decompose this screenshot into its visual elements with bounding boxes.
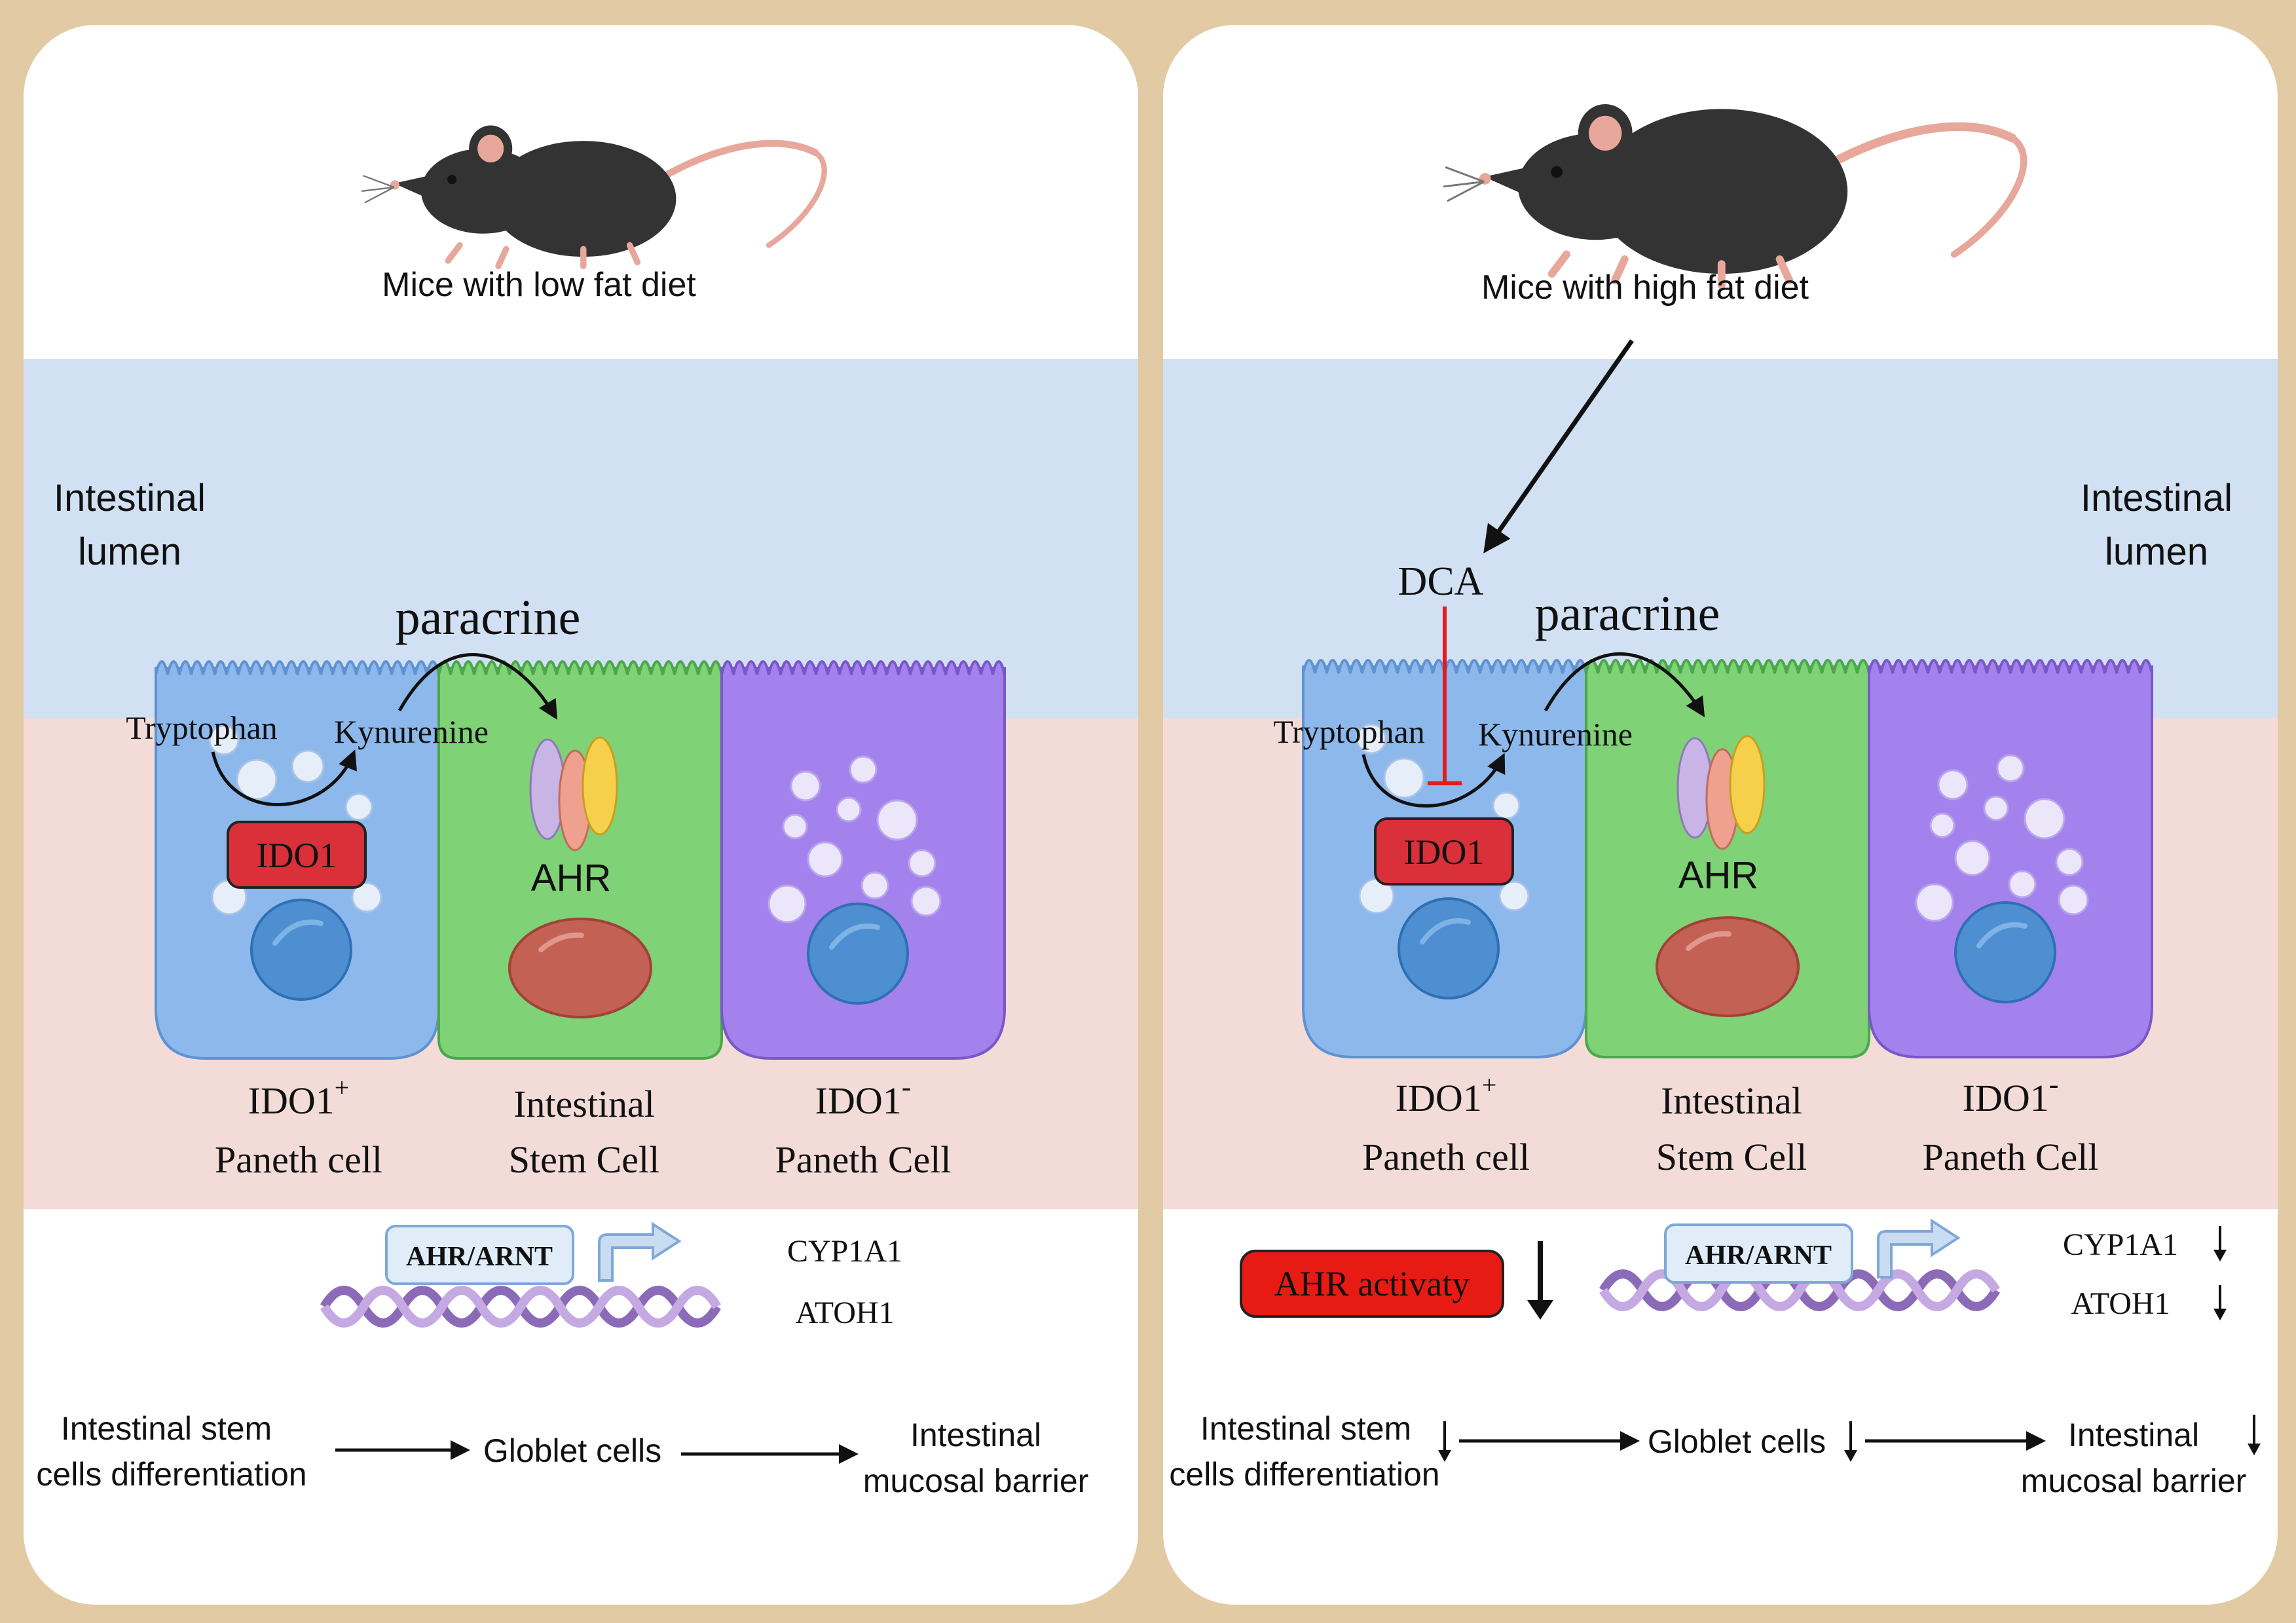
paracrine-arrow — [398, 653, 558, 720]
tryptophan-to-kynurenine-arrow — [1361, 753, 1506, 808]
atoh1-down-arrow-icon — [2213, 1285, 2227, 1320]
ido1-negative-cell-name: IDO1- — [1963, 1068, 2059, 1119]
flow-step1-line2: cells differentiation — [36, 1456, 306, 1493]
dca-inhibition-bar — [1428, 606, 1462, 785]
tryptophan-label: Tryptophan — [1273, 713, 1425, 750]
dca-label: DCA — [1398, 559, 1484, 604]
flow-step3-line2: mucosal barrier — [863, 1463, 1089, 1499]
ahr-arnt-complex-box — [1664, 1223, 1853, 1284]
paracrine-label: paracrine — [1535, 586, 1720, 641]
intestinal-lumen-band — [24, 359, 1138, 718]
ido1-positive-cell-name: IDO1+ — [248, 1073, 350, 1122]
flow-step3-line1: Intestinal — [2068, 1417, 2199, 1453]
lumen-label-line2: lumen — [2105, 531, 2208, 573]
transcription-arrow-icon — [598, 1222, 682, 1282]
kynurenine-label: Kynurenine — [334, 713, 489, 750]
intestinal-stem-cell: AHR — [1585, 659, 1870, 1058]
ido1-positive-cell-type: Paneth cell — [1362, 1136, 1530, 1178]
lumen-label-line2: lumen — [78, 531, 181, 573]
mouse-icon — [361, 125, 827, 269]
gene-label-atoh1: ATOH1 — [795, 1296, 894, 1330]
flow-step2: Globlet cells — [1648, 1423, 1826, 1460]
mouse-label: Mice with high fat diet — [1481, 269, 1809, 307]
lumen-label-line1: Intestinal — [54, 477, 206, 519]
flow-step1-line1: Intestinal stem — [61, 1410, 272, 1447]
ahr-label: AHR — [1678, 854, 1758, 897]
ido1-negative-paneth-cell — [720, 660, 1006, 1060]
kynurenine-label: Kynurenine — [1478, 716, 1633, 753]
mouse-icon — [1443, 104, 2028, 289]
down-arrow-icon — [1527, 1241, 1553, 1320]
ahr-arnt-complex-box — [385, 1225, 574, 1285]
flow-step2: Globlet cells — [483, 1432, 661, 1469]
ido1-negative-cell-type: Paneth Cell — [775, 1138, 951, 1181]
ahr-arnt-label: AHR/ARNT — [1685, 1241, 1832, 1271]
gene-label-cyp1a1: CYP1A1 — [787, 1234, 902, 1269]
intestinal-stem-cell: AHR — [437, 660, 723, 1060]
paracrine-arrow — [1544, 652, 1705, 718]
panel-high-fat: Mice with high fat diet DCA Intestinal l… — [1163, 25, 2278, 1605]
flow-step1-line2: cells differentiation — [1169, 1456, 1439, 1493]
ahr-receptor-icon — [1676, 735, 1766, 850]
ahr-activity-label: AHR activaty — [1274, 1264, 1470, 1303]
ido1-enzyme-label: IDO1 — [1404, 832, 1485, 872]
panel-low-fat: Mice with low fat diet Intestinal lumen … — [24, 25, 1138, 1605]
stem-cell-label-line2: Stem Cell — [509, 1138, 659, 1181]
dna-helix-icon — [320, 1286, 722, 1328]
cyp1a1-down-arrow-icon — [2213, 1226, 2227, 1261]
stem-cell-label-line1: Intestinal — [1661, 1079, 1802, 1122]
lumen-label-line1: Intestinal — [2081, 477, 2232, 519]
mouse-label: Mice with low fat diet — [382, 266, 696, 304]
ahr-activity-box — [1240, 1250, 1504, 1318]
flow-step3-line2: mucosal barrier — [2021, 1463, 2247, 1499]
ahr-receptor-icon — [529, 736, 618, 851]
differentiation-down-arrow-icon — [1438, 1421, 1451, 1462]
ido1-negative-cell-name: IDO1- — [815, 1071, 912, 1122]
gene-label-atoh1: ATOH1 — [2071, 1286, 2170, 1321]
ido1-positive-cell-type: Paneth cell — [215, 1138, 382, 1181]
gene-label-cyp1a1: CYP1A1 — [2063, 1227, 2178, 1262]
goblet-down-arrow-icon — [1844, 1421, 1857, 1462]
paracrine-label: paracrine — [396, 590, 581, 645]
ido1-positive-cell-name: IDO1+ — [1396, 1070, 1497, 1119]
ahr-label: AHR — [531, 857, 611, 899]
ido1-enzyme-label: IDO1 — [257, 836, 337, 875]
barrier-down-arrow-icon — [2248, 1415, 2261, 1455]
tryptophan-label: Tryptophan — [126, 709, 278, 746]
flow-step1-line1: Intestinal stem — [1200, 1410, 1411, 1447]
ido1-enzyme-box — [1374, 817, 1514, 886]
stem-cell-label-line1: Intestinal — [513, 1083, 655, 1125]
ido1-negative-cell-type: Paneth Cell — [1922, 1136, 2098, 1178]
flow-step3-line1: Intestinal — [910, 1417, 1041, 1453]
stem-cell-label-line2: Stem Cell — [1656, 1136, 1807, 1178]
transcription-arrow-icon — [1877, 1218, 1961, 1278]
ahr-arnt-label: AHR/ARNT — [406, 1242, 553, 1272]
diet-to-dca-arrow — [1483, 339, 1634, 553]
ido1-enzyme-box — [227, 821, 367, 889]
intestinal-lumen-band — [1163, 359, 2278, 718]
ido1-negative-paneth-cell — [1868, 659, 2153, 1058]
tryptophan-to-kynurenine-arrow — [211, 749, 357, 806]
